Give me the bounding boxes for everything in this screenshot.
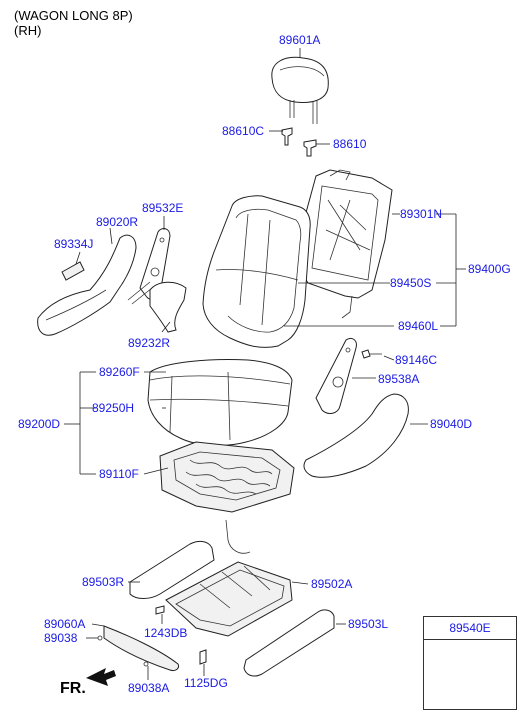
- label-1243DB[interactable]: 1243DB: [144, 626, 188, 640]
- label-88610C[interactable]: 88610C: [222, 124, 265, 138]
- label-89020R[interactable]: 89020R: [96, 215, 139, 229]
- leader-lines: [64, 48, 466, 680]
- label-1125DG[interactable]: 1125DG: [184, 676, 228, 690]
- side-cover-part[interactable]: [37, 234, 137, 336]
- label-89540E[interactable]: 89540E: [449, 621, 491, 635]
- recliner-cover-part[interactable]: [149, 281, 187, 333]
- label-89301N[interactable]: 89301N: [400, 207, 443, 221]
- seat-frame-part[interactable]: [159, 441, 295, 513]
- bolt-part[interactable]: [361, 349, 382, 359]
- label-89250H[interactable]: 89250H: [92, 401, 135, 415]
- label-89450S[interactable]: 89450S: [390, 276, 432, 290]
- screw-part[interactable]: [97, 605, 207, 667]
- header-line-2: (RH): [14, 23, 42, 38]
- headrest-guide-part[interactable]: [281, 127, 317, 157]
- label-89538A[interactable]: 89538A: [378, 372, 420, 386]
- front-label: FR.: [60, 680, 86, 697]
- label-89110F[interactable]: 89110F: [99, 467, 139, 481]
- label-89060A[interactable]: 89060A: [44, 617, 86, 631]
- front-arrow-icon: [86, 668, 116, 686]
- track-cover-left-part[interactable]: [129, 540, 215, 599]
- label-89460L[interactable]: 89460L: [398, 319, 439, 333]
- label-89146C[interactable]: 89146C: [395, 353, 438, 367]
- seat-side-cover-part[interactable]: [303, 393, 409, 478]
- part-inset-box[interactable]: 89540E: [423, 616, 517, 710]
- seat-cushion-part[interactable]: [147, 359, 293, 446]
- clip-part[interactable]: [61, 261, 85, 281]
- seatback-cushion-part[interactable]: [202, 195, 311, 348]
- label-89400G[interactable]: 89400G: [468, 262, 511, 276]
- label-89503R[interactable]: 89503R: [82, 575, 125, 589]
- header-line-1: (WAGON LONG 8P): [14, 8, 133, 23]
- label-89038A[interactable]: 89038A: [128, 681, 170, 695]
- label-89232R[interactable]: 89232R: [128, 336, 171, 350]
- label-89200D[interactable]: 89200D: [18, 417, 61, 431]
- label-89502A[interactable]: 89502A: [311, 577, 353, 591]
- label-89334J[interactable]: 89334J: [54, 237, 94, 251]
- side-bracket-part[interactable]: [315, 337, 357, 414]
- headrest-part[interactable]: [271, 56, 329, 124]
- seat-track-part[interactable]: [165, 519, 293, 637]
- label-89532E[interactable]: 89532E: [142, 201, 184, 215]
- bottom-cover-part[interactable]: [103, 625, 179, 671]
- label-89040D[interactable]: 89040D: [430, 417, 473, 431]
- track-cover-right-part[interactable]: [243, 609, 335, 677]
- label-89260F[interactable]: 89260F: [99, 365, 140, 379]
- seatback-frame-part[interactable]: [299, 169, 393, 319]
- label-89503L[interactable]: 89503L: [348, 617, 389, 631]
- label-89038[interactable]: 89038: [44, 631, 78, 645]
- label-88610[interactable]: 88610: [333, 137, 367, 151]
- label-89601A[interactable]: 89601A: [279, 33, 321, 47]
